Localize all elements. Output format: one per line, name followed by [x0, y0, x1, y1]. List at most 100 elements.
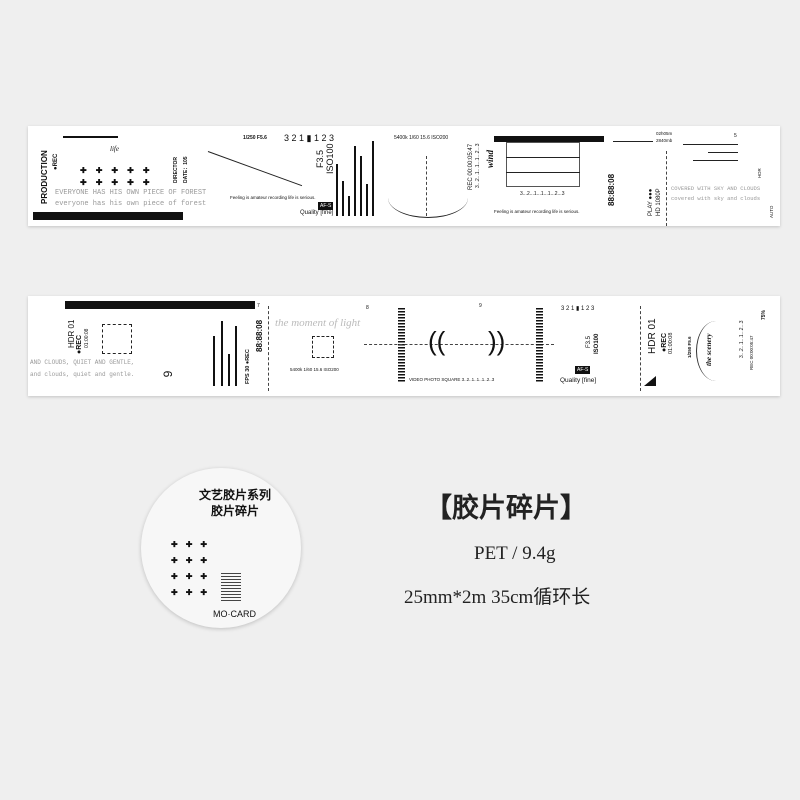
play-label: PLAY ●●●	[648, 188, 654, 216]
rec-time: 01:00:08	[84, 328, 90, 348]
iso-label: ISO100	[594, 333, 600, 354]
sample-sticker: ✚✚✚ ✚✚✚ ✚✚✚ ✚✚✚ 文艺胶片系列 胶片碎片 MO·CARD	[141, 468, 301, 628]
level-bar	[213, 336, 215, 386]
level-bar	[360, 156, 362, 216]
wb-row: 5400k 1/60 15.6 ISO200	[394, 135, 449, 141]
crosshair-row: ✚✚✚✚✚	[80, 166, 159, 175]
feeling-text: Feeling is amateur recording life is ser…	[230, 195, 316, 200]
rec-time-3: REC 00:00:05:47	[749, 335, 754, 370]
level-bar	[348, 196, 350, 216]
grid-line	[506, 157, 580, 158]
divider	[640, 306, 641, 391]
scenery-label: the scenery	[705, 333, 713, 366]
ruler-bottom	[33, 212, 183, 220]
brand-logo: MO·CARD	[213, 609, 256, 619]
quality-label: Quality [fine]	[560, 377, 597, 384]
grid-scale: 3...2...1...1...1...2...3	[520, 191, 565, 197]
divider	[666, 151, 667, 226]
divider	[268, 306, 269, 391]
aperture-label: F3.5	[315, 149, 325, 168]
level-bar	[221, 321, 223, 386]
scale-small: 3...2...1...1...1...2...3	[475, 143, 481, 188]
spectrum-line	[693, 160, 738, 161]
storage-label: 2840mb	[656, 138, 673, 143]
hdr-label: HDR	[757, 168, 762, 178]
timecode: 88:88:08	[607, 173, 616, 206]
hdr-label: HDR 01	[67, 319, 76, 348]
material-weight: PET / 9.4g	[474, 543, 556, 564]
number-9: 9	[479, 303, 482, 309]
shutter-label: 1/250 F5.6	[687, 336, 692, 358]
director-label: DIRECTOR	[173, 156, 179, 183]
arrow-line	[613, 141, 653, 142]
grid-header	[494, 136, 604, 142]
ruler-top	[63, 136, 118, 138]
level-bar	[354, 146, 356, 216]
af-badge: AF-S	[575, 366, 591, 374]
exposure-scale: 3 2 1 ▮ 1 2 3	[561, 306, 595, 312]
aperture-label: F3.5	[586, 335, 592, 348]
level-bar	[366, 184, 368, 216]
level-bar	[336, 164, 338, 216]
focus-grid	[506, 142, 580, 187]
crosshair-row: ✚✚✚✚✚	[80, 178, 159, 187]
rec-time: REC 00:00:05:47	[468, 143, 474, 190]
battery-time: 02h05m	[656, 131, 673, 136]
rec-time-2: 01:00:08	[668, 332, 674, 354]
number-6: 6	[160, 370, 175, 378]
arc-gauge	[696, 321, 736, 381]
number-8: 8	[366, 305, 369, 311]
spectrum-line	[708, 152, 738, 153]
number-7: 7	[257, 303, 260, 309]
arc-gauge	[388, 178, 468, 218]
wind-label: wind	[485, 149, 495, 168]
rec-label-2: ●REC	[661, 332, 668, 352]
crosshair-row: ✚✚✚	[171, 588, 216, 597]
level-bar	[342, 181, 344, 216]
life-label: life	[110, 145, 119, 153]
hdr-label-2: HDR 01	[647, 318, 658, 354]
iso-label: ISO100	[325, 143, 335, 174]
quality-label: Quality [fine]	[300, 210, 334, 216]
feeling-text-2: Feeling is amateur recording life is ser…	[494, 209, 580, 214]
grid-line	[506, 172, 580, 173]
exposure-scale: 3 2 1 ▮ 1 2 3	[284, 133, 334, 143]
forest-text-lower: everyone has his own piece of forest	[55, 200, 207, 208]
focus-frame	[312, 336, 334, 358]
script-text: the moment of light	[275, 317, 361, 329]
tape-strip-2: HDR 01 ●REC 01:00:08 AND CLOUDS, QUIET A…	[28, 296, 780, 396]
crosshair-row: ✚✚✚	[171, 556, 216, 565]
level-bar	[372, 141, 374, 216]
crosshair-row: ✚✚✚	[171, 572, 216, 581]
level-bar	[228, 354, 230, 386]
bracket-right-icon: ))	[488, 326, 506, 356]
hd-label: HD 1080P	[656, 188, 662, 216]
production-label: PRODUCTION	[40, 150, 49, 204]
auto-label: AUTO	[769, 205, 774, 218]
scale-label: 3...2...1...1...2...3	[739, 320, 745, 358]
af-badge: AF-S	[318, 202, 334, 210]
battery-percent: 75%	[761, 309, 767, 320]
signal-triangle-icon	[644, 376, 656, 386]
clouds-text-lower: and clouds, quiet and gentle.	[30, 371, 135, 378]
vertical-ruler	[398, 308, 405, 383]
product-name: 胶片碎片	[211, 504, 260, 518]
vertical-ruler	[536, 308, 543, 383]
dimensions: 25mm*2m 35cm循环长	[404, 587, 591, 608]
date-label: DATE：105	[183, 156, 189, 183]
focus-frame	[102, 324, 132, 354]
rec-label: ●REC	[53, 153, 59, 170]
crosshair-row: ✚✚✚	[171, 540, 216, 549]
sky-text-lower: covered with sky and clouds	[671, 195, 761, 202]
diagonal-line	[207, 151, 303, 187]
spectrum-line	[683, 144, 738, 145]
number-5: 5	[734, 133, 737, 139]
horizon-line	[364, 344, 554, 345]
clouds-text-upper: AND CLOUDS, QUIET AND GENTLE,	[30, 359, 135, 366]
level-bar	[235, 326, 237, 386]
series-title: 文艺胶片系列	[199, 488, 272, 502]
tape-strip-1: PRODUCTION ●REC life EVERYONE HAS HIS OW…	[28, 126, 780, 226]
shutter-label: 1/250 F5.6	[243, 135, 267, 141]
film-ruler	[65, 301, 255, 309]
bracket-left-icon: ((	[428, 326, 446, 356]
